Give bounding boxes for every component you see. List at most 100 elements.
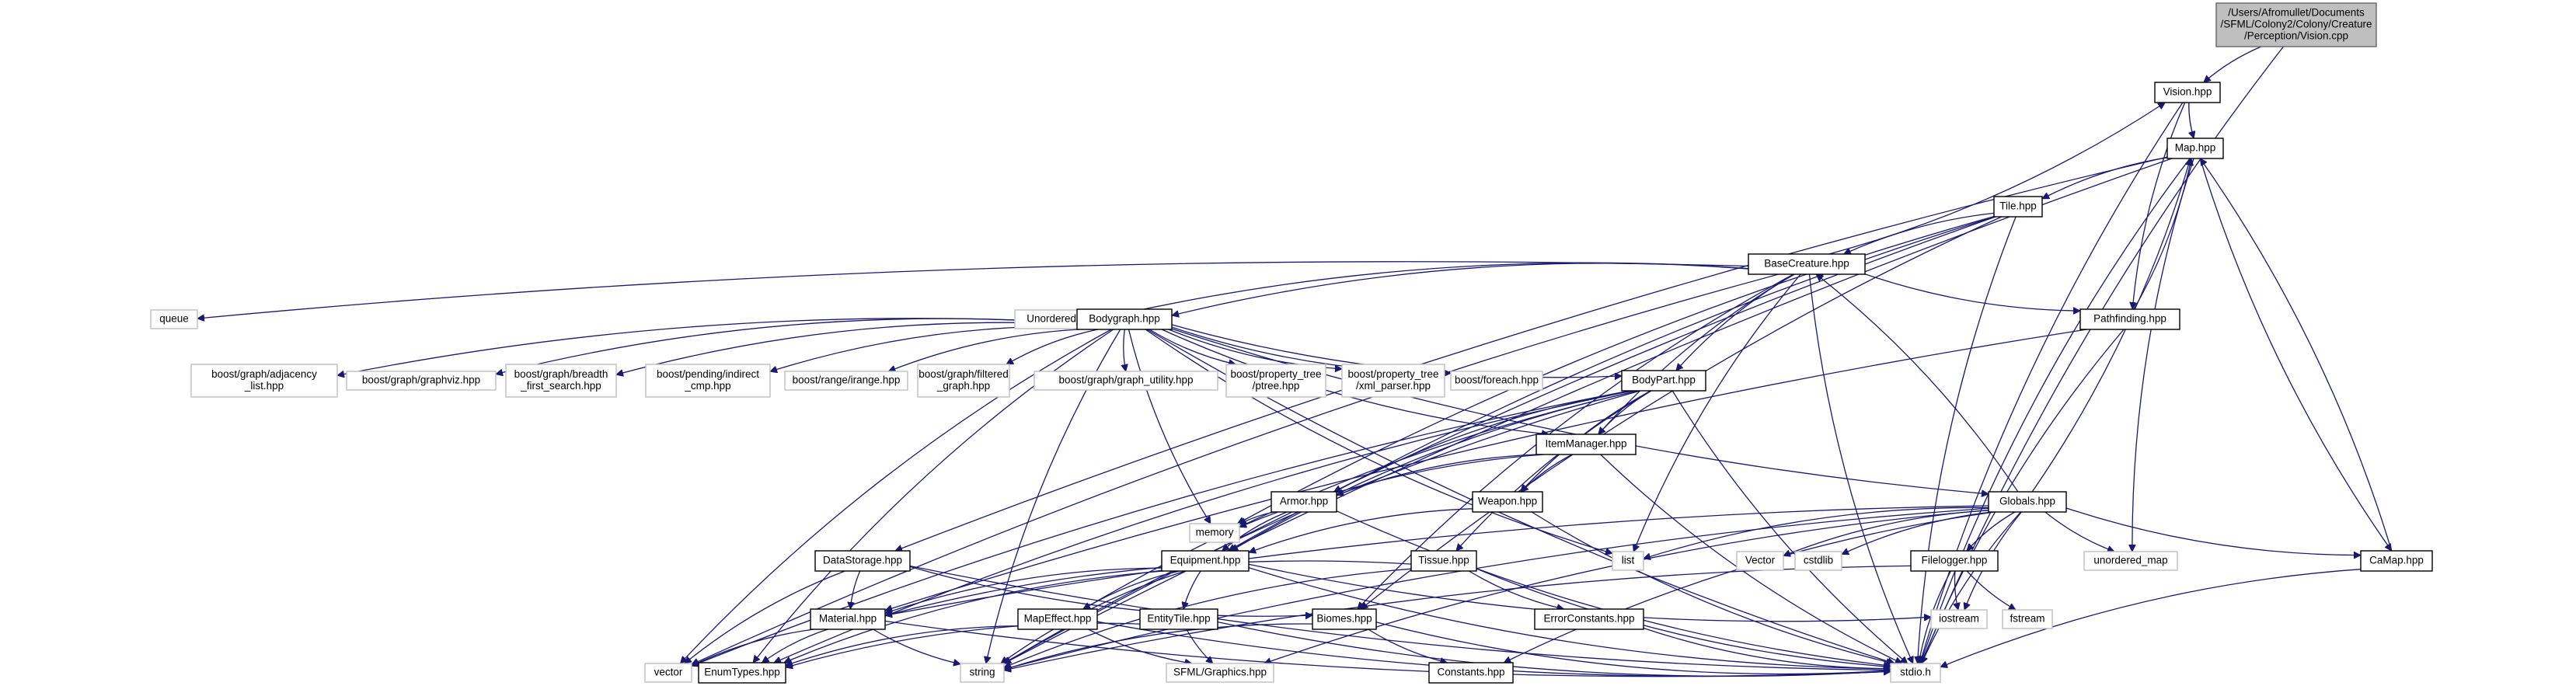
node-globals_hpp[interactable]: Globals.hpp [1988,491,2067,513]
node-label-datastorage_hpp: DataStorage.hpp [823,555,902,566]
node-label-biomes_hpp: Biomes.hpp [1316,613,1372,625]
edge-globals_hpp-to-constants_hpp [1504,511,1995,663]
edge-globals_hpp-to-map_hpp [2031,158,2191,493]
node-tile_hpp[interactable]: Tile.hpp [1993,196,2043,218]
edge-bodygraph_hpp-to-enumtypes_hpp [753,329,1114,663]
node-constants_hpp[interactable]: Constants.hpp [1428,662,1514,684]
node-label-map_hpp: Map.hpp [2175,142,2216,154]
node-label-bpt_ptree: /ptree.hpp [1253,380,1300,392]
edge-bodygraph_hpp-to-vector [681,329,1112,663]
node-label-bg_viz: boost/graph/graphviz.hpp [362,374,480,386]
node-br_irange: boost/range/irange.hpp [784,371,908,391]
node-equipment_hpp[interactable]: Equipment.hpp [1161,550,1250,572]
edge-bodypart_hpp-to-enumtypes_hpp [774,390,1633,663]
edge-globals_hpp-to-camap_hpp [2065,507,2361,555]
node-label-bp_ind: _cmp.hpp [684,380,730,392]
edge-basecreature_hpp-to-stdio_h [1808,273,1913,663]
node-box-fstream [2002,609,2053,629]
node-material_hpp[interactable]: Material.hpp [810,608,886,630]
node-weapon_hpp[interactable]: Weapon.hpp [1472,491,1543,513]
node-label-bg_bfs: _first_search.hpp [520,380,601,392]
node-itemmanager_hpp[interactable]: ItemManager.hpp [1535,434,1637,455]
node-label-bpt_xml: boost/property_tree [1347,368,1438,380]
edge-basecreature_hpp-to-vector [692,273,1779,664]
node-label-bg_util: boost/graph/graph_utility.hpp [1058,374,1193,386]
edge-tile_hpp-to-memory [1238,215,1995,524]
node-pathfinding_hpp[interactable]: Pathfinding.hpp [2079,308,2180,330]
node-bodypart_hpp[interactable]: BodyPart.hpp [1621,370,1706,392]
edge-material_hpp-to-vector [692,629,814,666]
node-box-bg_viz [346,371,497,391]
node-label-b_foreach: boost/foreach.hpp [1455,374,1539,386]
edge-bodygraph_hpp-to-memory [1128,329,1211,524]
node-label-errorconstants_hpp: ErrorConstants.hpp [1543,613,1634,625]
node-vision_cpp[interactable]: /Users/Afromullet/Documents/SFML/Colony2… [2215,2,2377,47]
node-string: string [960,663,1005,683]
node-mapeffect_hpp[interactable]: MapEffect.hpp [1017,608,1098,630]
node-map_hpp[interactable]: Map.hpp [2166,138,2224,159]
node-datastorage_hpp[interactable]: DataStorage.hpp [814,550,911,572]
node-label-bpt_ptree: boost/property_tree [1230,368,1321,380]
node-label-stdio_h: stdio.h [1900,667,1931,678]
edge-tile_hpp-to-stdio_h [1918,216,2017,663]
node-bodygraph_hpp[interactable]: Bodygraph.hpp [1076,308,1173,330]
node-label-armor_hpp: Armor.hpp [1280,496,1328,507]
node-box-camap_hpp [2360,550,2433,572]
node-box-iostream [1930,609,1988,629]
node-box-cstdlib [1794,551,1842,571]
node-bg_util: boost/graph/graph_utility.hpp [1034,371,1218,391]
edge-basecreature_hpp-to-vision_hpp [1828,103,2165,255]
node-biomes_hpp[interactable]: Biomes.hpp [1312,608,1377,630]
node-box-b_foreach [1450,371,1543,391]
node-label-pathfinding_hpp: Pathfinding.hpp [2093,313,2166,325]
edge-mapeffect_hpp-to-enumtypes_hpp [786,625,1019,666]
edge-tile_hpp-to-biomes_hpp [1361,216,2003,609]
node-label-enumtypes_hpp: EnumTypes.hpp [704,667,780,678]
node-label-tissue_hpp: Tissue.hpp [1418,555,1469,566]
node-camap_hpp[interactable]: CaMap.hpp [2360,550,2433,572]
node-label-equipment_hpp: Equipment.hpp [1170,555,1241,566]
node-box-vision_cpp [2215,2,2377,47]
node-errorconstants_hpp[interactable]: ErrorConstants.hpp [1534,608,1644,630]
edge-tissue_hpp-to-material_hpp [885,560,1412,615]
edge-map_hpp-to-unordered_map [2132,158,2194,552]
node-entitytile_hpp[interactable]: EntityTile.hpp [1139,608,1218,630]
node-box-bodypart_hpp [1621,370,1706,392]
node-box-bpt_ptree [1225,364,1326,398]
node-bg_viz: boost/graph/graphviz.hpp [346,371,497,391]
node-label-string: string [969,667,995,678]
edge-globals_hpp-to-basecreature_hpp [1816,274,2019,493]
edge-equipment_hpp-to-enumtypes_hpp [784,570,1164,663]
edge-map_hpp-to-string [1004,158,2173,664]
node-tissue_hpp[interactable]: Tissue.hpp [1410,550,1477,572]
node-box-bg_bfs [505,364,617,398]
edge-weapon_hpp-to-stdio_h [1531,511,1893,663]
node-label-itemmanager_hpp: ItemManager.hpp [1545,438,1626,450]
node-box-map_hpp [2166,138,2224,159]
node-bpt_xml: boost/property_tree/xml_parser.hpp [1341,364,1445,398]
edge-bodypart_hpp-to-mapeffect_hpp [1083,390,1639,610]
node-basecreature_hpp[interactable]: BaseCreature.hpp [1748,253,1866,275]
node-filelogger_hpp[interactable]: Filelogger.hpp [1910,550,1999,572]
edge-datastorage_hpp-to-biomes_hpp [909,566,1312,616]
edge-equipment_hpp-to-material_hpp [885,567,1163,613]
node-label-fstream: fstream [2010,613,2044,625]
edge-equipment_hpp-to-entitytile_hpp [1183,570,1201,609]
node-box-enumtypes_hpp [698,662,786,684]
node-label-mapeffect_hpp: MapEffect.hpp [1024,613,1092,625]
node-enumtypes_hpp[interactable]: EnumTypes.hpp [698,662,786,684]
node-label-bg_filt: boost/graph/filtered [919,368,1009,380]
node-label-bg_bfs: boost/graph/breadth [514,368,608,380]
edge-basecreature_hpp-to-unordered_map_cap [1114,262,1749,315]
node-label-bp_ind: boost/pending/indirect [657,368,759,380]
edge-filelogger_hpp-to-iostream [1955,570,1959,610]
node-box-globals_hpp [1988,491,2067,513]
node-label-globals_hpp: Globals.hpp [1999,496,2055,507]
node-vision_hpp[interactable]: Vision.hpp [2154,82,2221,103]
node-label-sfml_graphics: SFML/Graphics.hpp [1173,667,1267,678]
node-box-entitytile_hpp [1139,608,1218,630]
node-label-vision_cpp: /Perception/Vision.cpp [2244,30,2348,42]
node-armor_hpp[interactable]: Armor.hpp [1271,491,1337,513]
edge-vision_cpp-to-vision_hpp [2204,46,2262,82]
node-queue: queue [150,309,198,329]
